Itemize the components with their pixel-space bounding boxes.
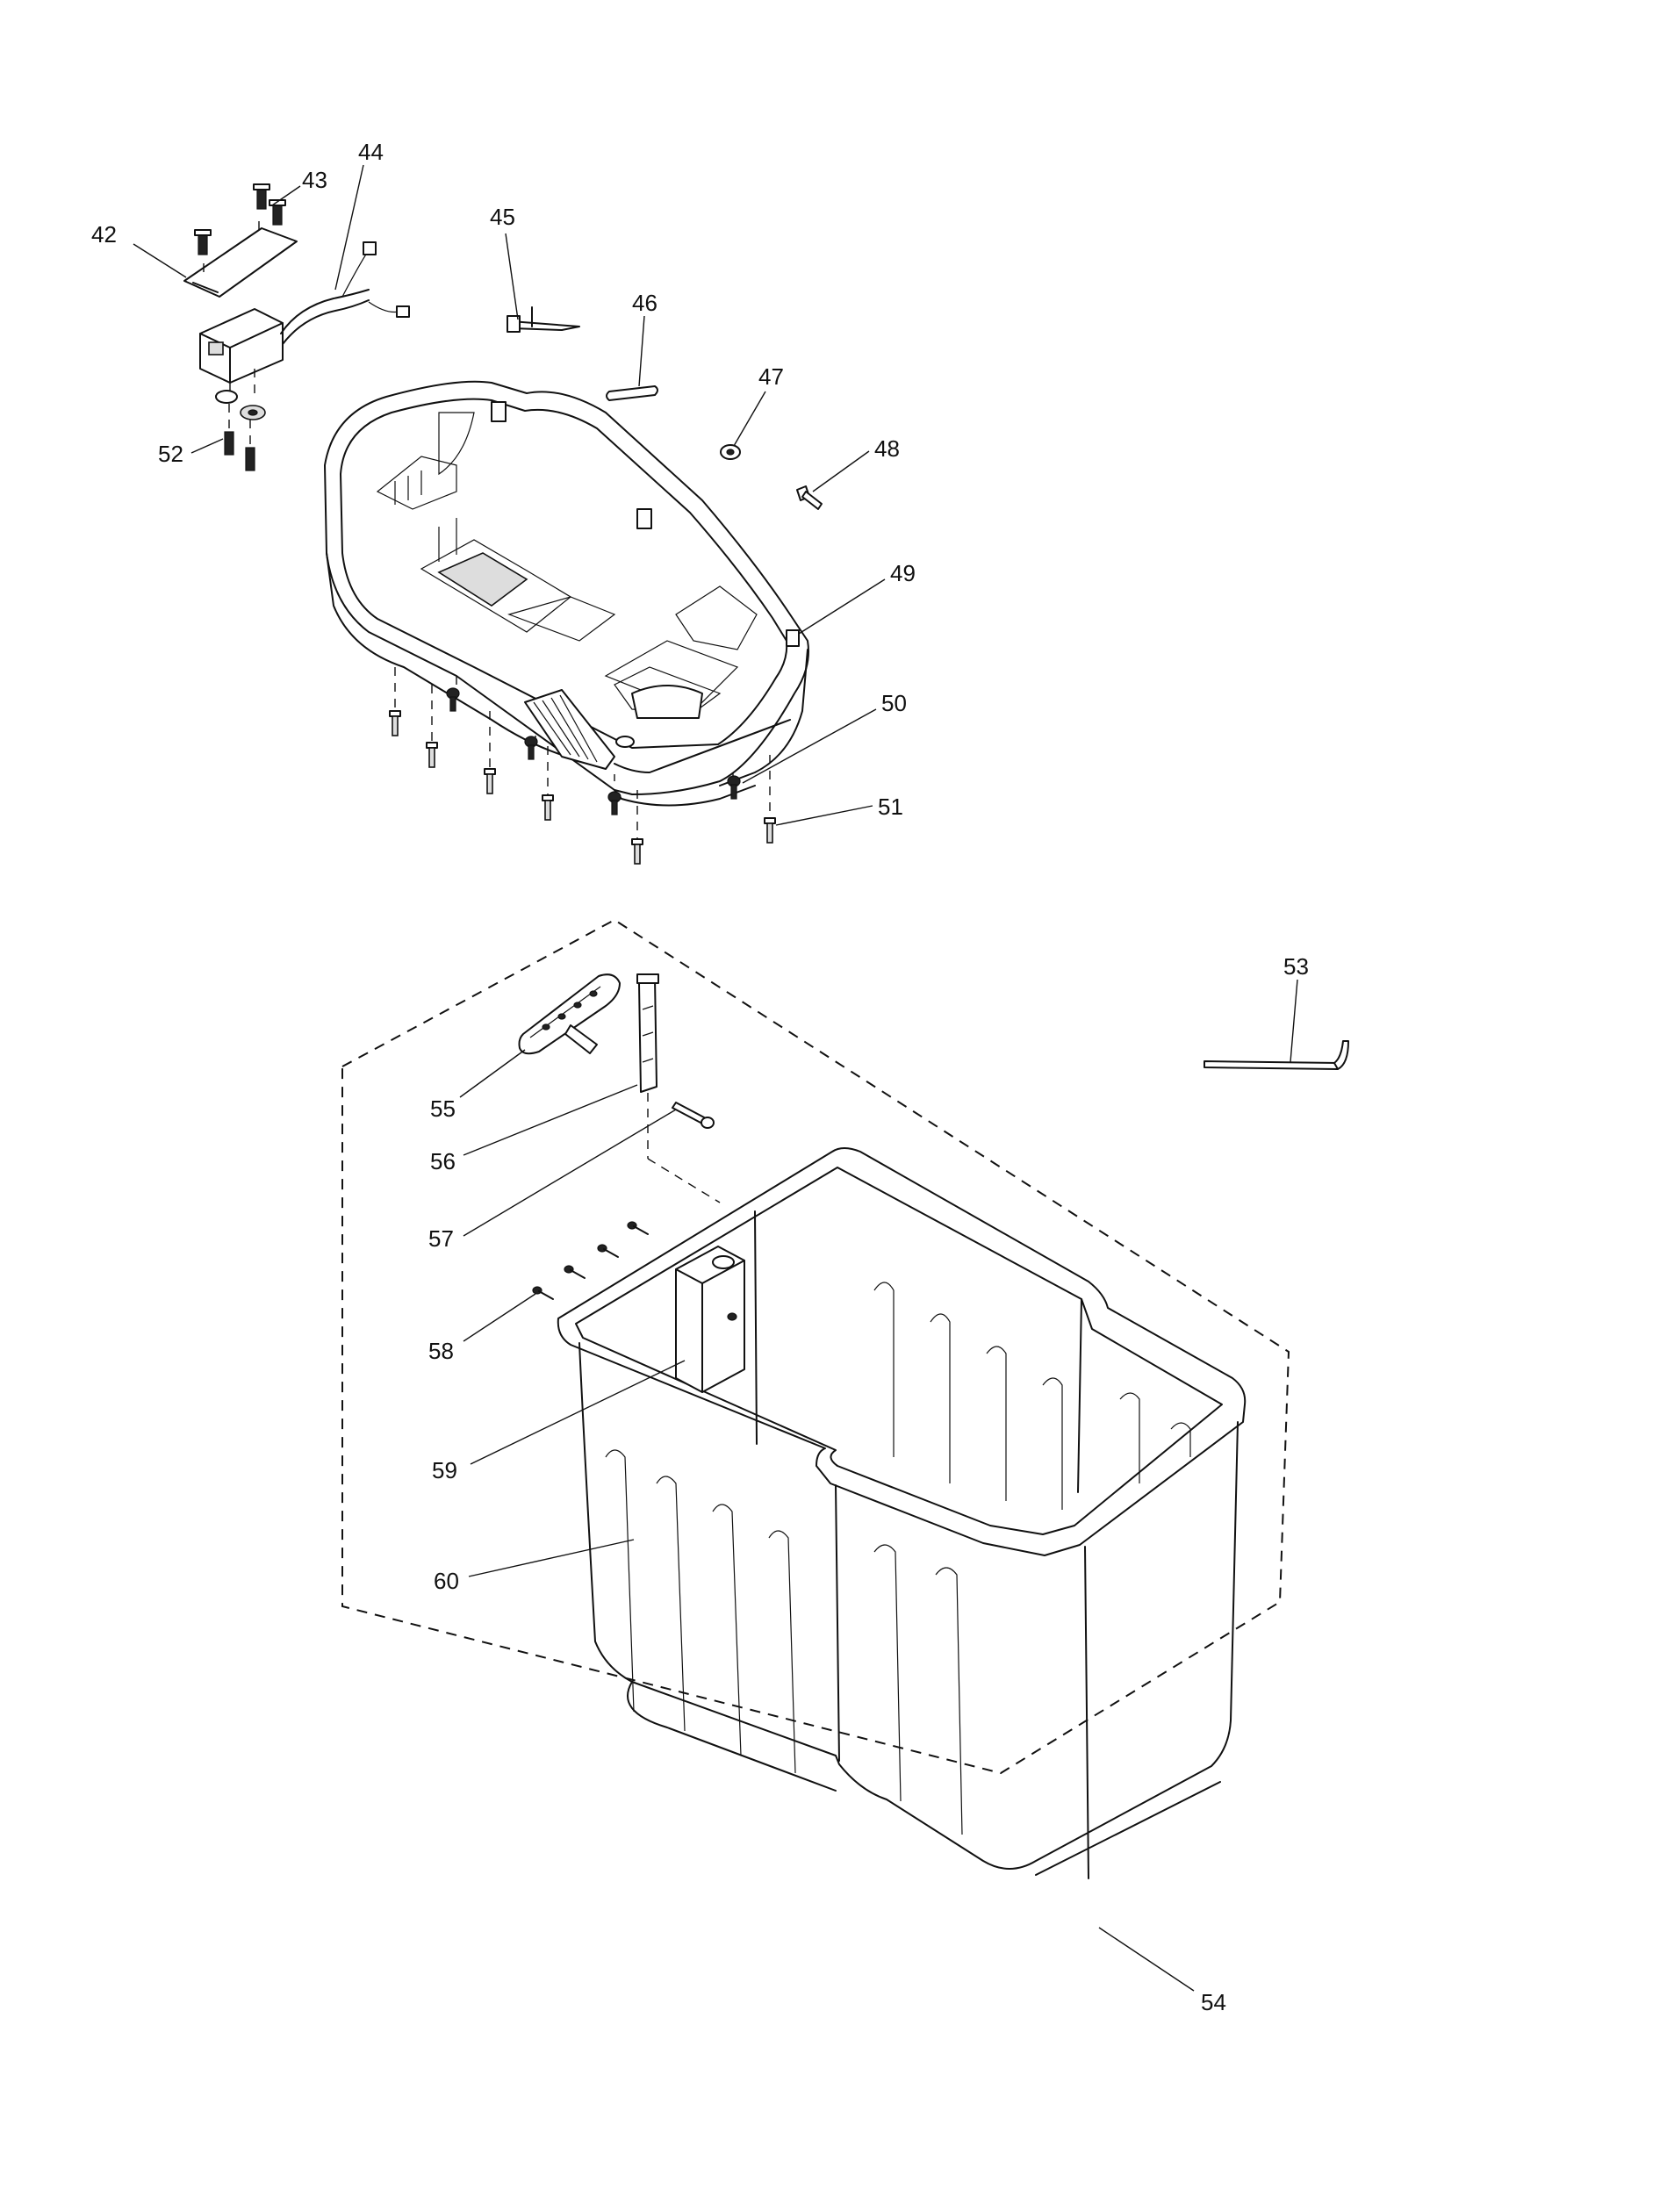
part-57-bolt [672, 1102, 715, 1129]
leader-lines [133, 164, 1298, 1992]
callout-51: 51 [878, 794, 903, 820]
callout-43: 43 [302, 167, 327, 193]
part-47-nut [720, 444, 741, 460]
part-43-screws [194, 183, 286, 255]
callout-44: 44 [358, 139, 384, 165]
part-49-housing [324, 380, 809, 807]
part-48-bolt [796, 485, 823, 510]
part-58-screws [532, 1221, 649, 1300]
part-55-handle-grip [518, 973, 621, 1055]
callout-57: 57 [428, 1225, 454, 1252]
part-44-switch-module [199, 241, 410, 393]
callout-54: 54 [1201, 1989, 1226, 2015]
callout-59: 59 [432, 1457, 457, 1483]
part-50-51-bottom-screws [389, 667, 776, 865]
callout-56: 56 [430, 1148, 456, 1174]
callout-48: 48 [874, 435, 900, 462]
callout-42: 42 [91, 221, 117, 248]
part-59-handle-socket [675, 1246, 745, 1393]
callout-46: 46 [632, 290, 657, 316]
part-52-fasteners [215, 390, 266, 471]
part-46-pin [606, 385, 658, 401]
callout-52: 52 [158, 441, 183, 467]
part-56-handle-post [636, 973, 721, 1203]
callout-45: 45 [490, 204, 515, 230]
callout-60: 60 [434, 1568, 459, 1594]
callout-58: 58 [428, 1338, 454, 1364]
callout-47: 47 [758, 363, 784, 390]
part-60-basket [557, 1147, 1247, 1879]
callout-49: 49 [890, 560, 916, 586]
callout-53: 53 [1283, 953, 1309, 980]
part-53-hex-key [1204, 1040, 1349, 1070]
part-45-cable-tie [507, 306, 580, 333]
callout-55: 55 [430, 1095, 456, 1122]
part-42-cover-plate [183, 221, 298, 298]
callout-50: 50 [881, 690, 907, 716]
part-54-assembly-boundary [341, 918, 1290, 1775]
